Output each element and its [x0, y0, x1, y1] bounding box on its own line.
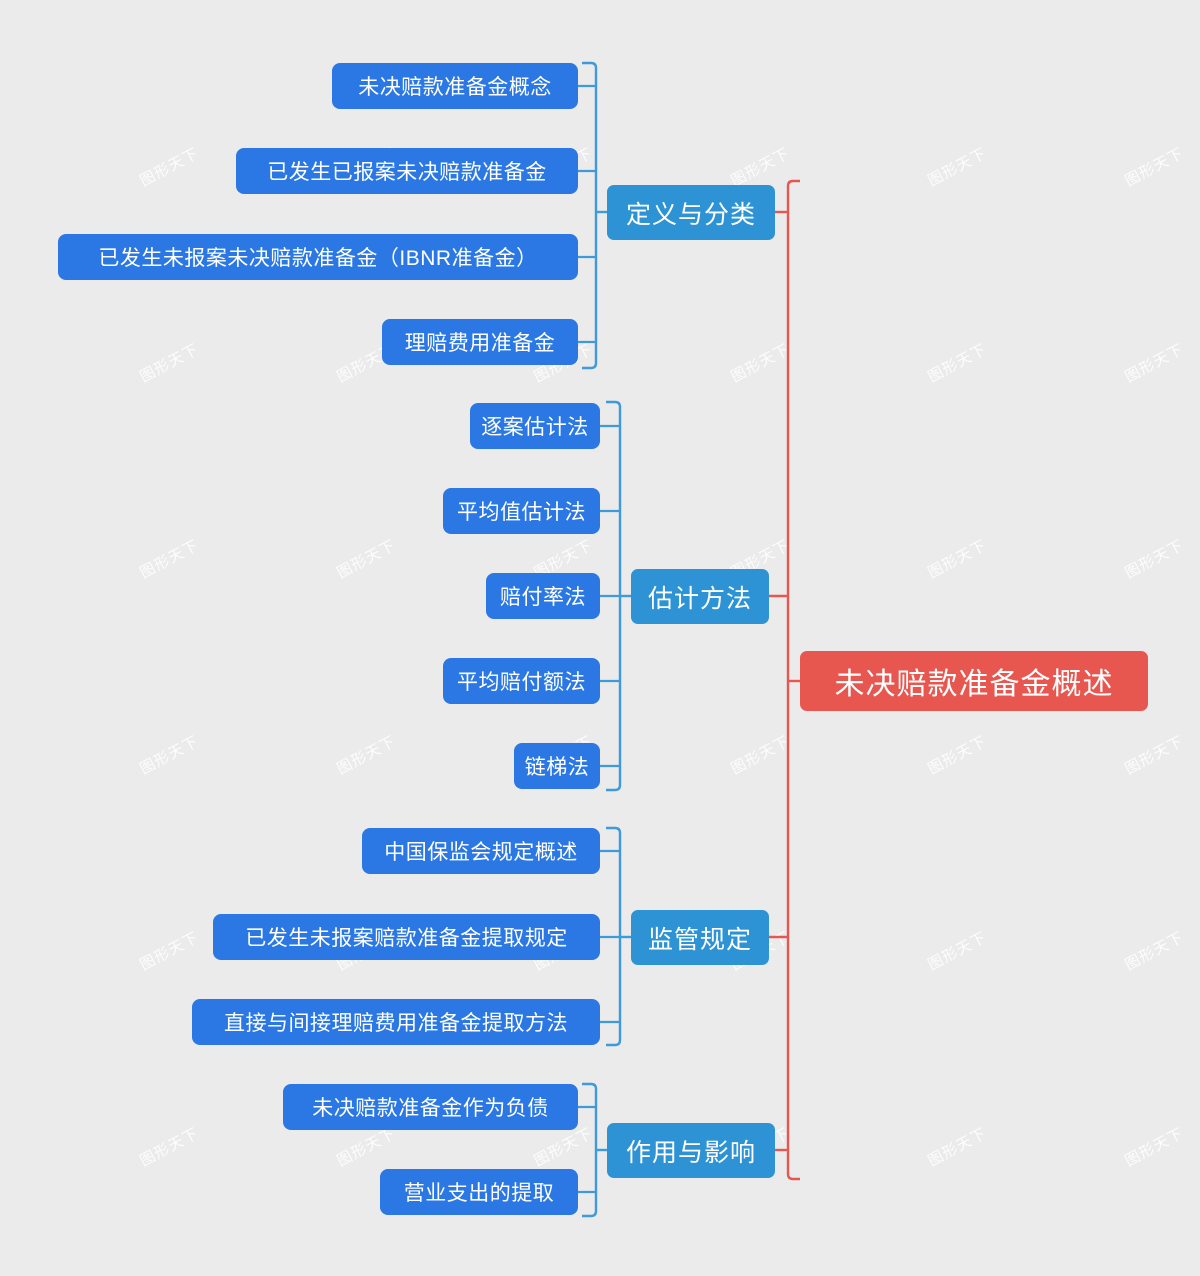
leaf-node[interactable]: 平均赔付额法 [443, 658, 600, 704]
root-node[interactable]: 未决赔款准备金概述 [800, 651, 1148, 711]
leaf-node-label: 赔付率法 [500, 586, 586, 609]
leaf-node[interactable]: 理赔费用准备金 [382, 319, 578, 365]
leaf-node[interactable]: 营业支出的提取 [380, 1169, 578, 1215]
leaf-node-label: 直接与间接理赔费用准备金提取方法 [224, 1012, 568, 1035]
group1-spine [582, 61, 598, 370]
root-node-label: 未决赔款准备金概述 [834, 668, 1114, 701]
branch-node-label: 估计方法 [647, 584, 752, 613]
leaf-node[interactable]: 未决赔款准备金概念 [332, 63, 578, 109]
leaf-node-label: 未决赔款准备金作为负债 [312, 1097, 549, 1120]
leaf-node[interactable]: 逐案估计法 [470, 403, 600, 449]
leaf-node[interactable]: 链梯法 [514, 743, 600, 789]
leaf-node-label: 链梯法 [524, 756, 590, 779]
leaf-node-label: 逐案估计法 [481, 416, 589, 439]
leaf-node[interactable]: 平均值估计法 [443, 488, 600, 534]
leaf-node-label: 中国保监会规定概述 [384, 841, 578, 864]
leaf-node-label: 营业支出的提取 [403, 1182, 555, 1205]
branch-node-label: 作用与影响 [625, 1138, 756, 1167]
leaf-node[interactable]: 中国保监会规定概述 [362, 828, 600, 874]
leaf-node[interactable]: 未决赔款准备金作为负债 [283, 1084, 578, 1130]
leaf-node[interactable]: 已发生已报案未决赔款准备金 [236, 148, 578, 194]
branch-node-estimation[interactable]: 估计方法 [631, 569, 769, 624]
branch-node-definition[interactable]: 定义与分类 [607, 185, 775, 240]
branch-node-label: 监管规定 [647, 925, 752, 954]
leaf-node-label: 已发生未报案赔款准备金提取规定 [245, 927, 568, 950]
leaf-node-label: 已发生已报案未决赔款准备金 [267, 161, 547, 184]
leaf-node[interactable]: 赔付率法 [486, 573, 600, 619]
leaf-node-label: 已发生未报案未决赔款准备金（IBNR准备金） [98, 247, 538, 270]
branch-node-regulation[interactable]: 监管规定 [631, 910, 769, 965]
branch-node-label: 定义与分类 [625, 200, 756, 229]
leaf-node[interactable]: 已发生未报案赔款准备金提取规定 [213, 914, 600, 960]
leaf-node-label: 理赔费用准备金 [404, 332, 556, 355]
leaf-node[interactable]: 直接与间接理赔费用准备金提取方法 [192, 999, 600, 1045]
leaf-node[interactable]: 已发生未报案未决赔款准备金（IBNR准备金） [58, 234, 578, 280]
leaf-node-label: 平均值估计法 [457, 501, 586, 524]
leaf-node-label: 未决赔款准备金概念 [358, 76, 552, 99]
leaf-node-label: 平均赔付额法 [457, 671, 586, 694]
group4-spine [582, 1082, 598, 1218]
branch-node-impact[interactable]: 作用与影响 [607, 1123, 775, 1178]
